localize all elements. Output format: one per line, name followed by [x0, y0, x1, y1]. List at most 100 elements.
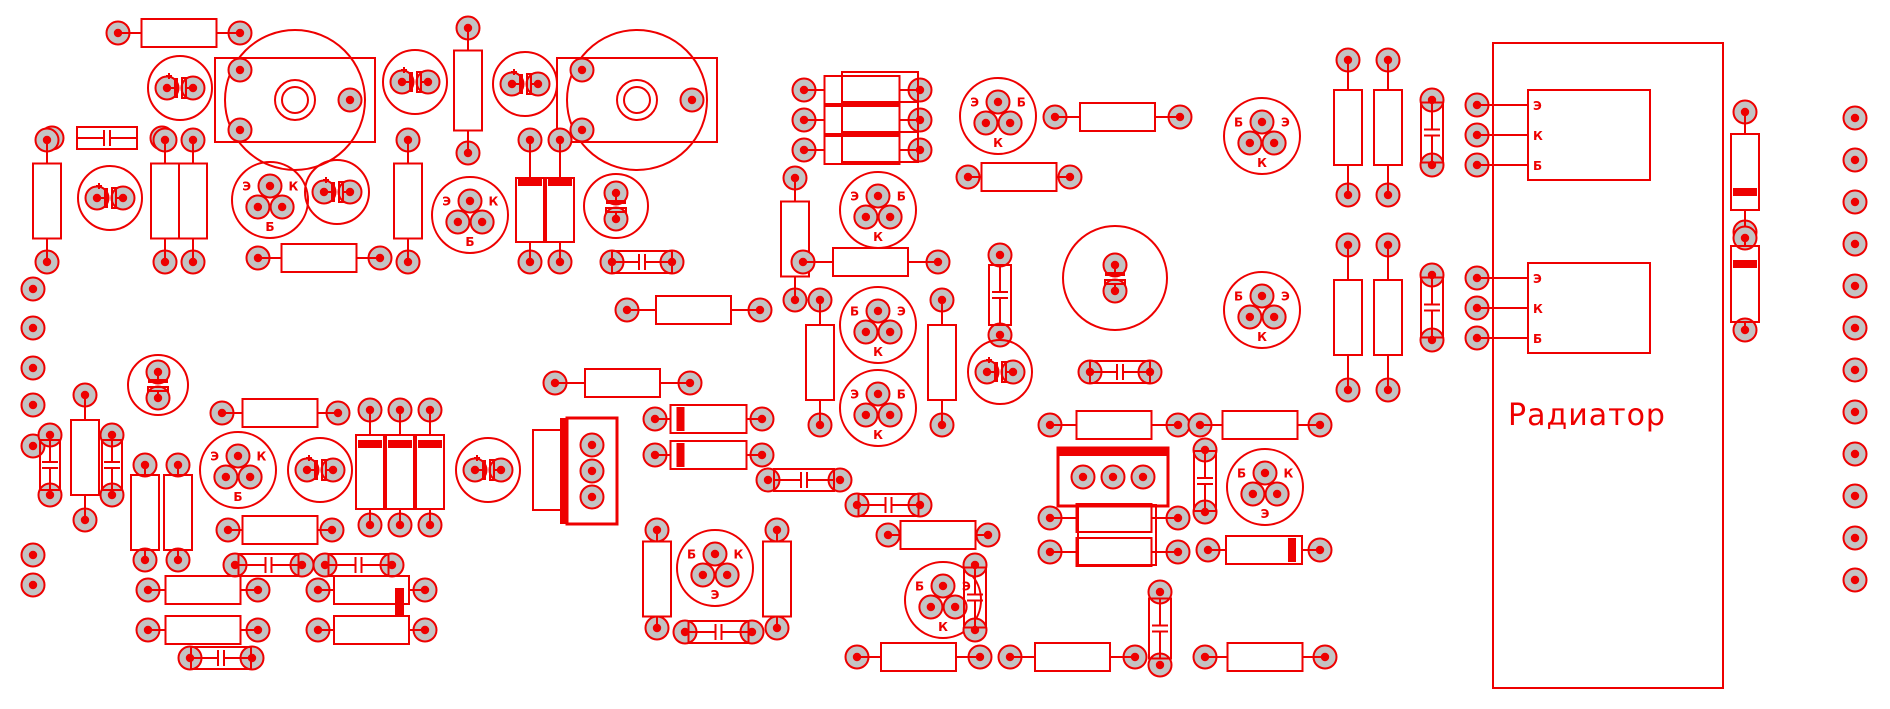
solder-pad [1249, 283, 1275, 309]
solder-pad [20, 355, 46, 381]
resistor [1373, 47, 1403, 208]
film-capacitor [1192, 437, 1218, 525]
electrolytic-capacitor [127, 354, 189, 416]
solder-pad [457, 188, 483, 214]
transistor-pin-label: К [288, 180, 298, 194]
connector-pad [20, 392, 46, 418]
transistor-pin-label: Б [850, 305, 859, 319]
resistor [393, 127, 423, 275]
transistor-pin-label: Б [1234, 290, 1243, 304]
connector-pad [20, 315, 46, 341]
solder-pad [445, 209, 471, 235]
solder-pad [930, 573, 956, 599]
transistor-pin-label: К [873, 428, 883, 442]
power-transistor: ЭКБ [1464, 89, 1651, 181]
solder-pad [1842, 525, 1868, 551]
film-capacitor [1077, 359, 1163, 385]
transistor-pin-label: Б [265, 220, 274, 234]
transistor-pin-label: К [873, 230, 883, 244]
solder-pad [269, 194, 295, 220]
resistor [215, 515, 345, 545]
voltage-regulator [1056, 446, 1170, 508]
diode [1730, 225, 1760, 343]
resistor [790, 247, 951, 277]
resistor [1187, 410, 1333, 440]
transistor-pin-label: Б [1017, 96, 1026, 110]
solder-pad [227, 117, 253, 143]
transistor-pin-label: Б [233, 490, 242, 504]
trimmer-potentiometer [556, 29, 718, 171]
resistor [245, 243, 393, 273]
solder-pad [679, 87, 705, 113]
solder-pad [245, 194, 271, 220]
resistor [875, 520, 1001, 550]
transistor-to92: КБЭ [431, 176, 509, 254]
transistor-pin-label: К [488, 195, 498, 209]
transistor-pin-label: Э [210, 450, 219, 464]
film-capacitor [962, 552, 988, 643]
solder-pad [973, 110, 999, 136]
solder-pad [1100, 464, 1126, 490]
electrolytic-capacitor [77, 165, 143, 231]
connector-pad [20, 276, 46, 302]
resistor [955, 162, 1083, 192]
connector-pad [20, 542, 46, 568]
solder-pad [1249, 109, 1275, 135]
solder-pad [865, 381, 891, 407]
connector-pad [1842, 567, 1868, 593]
transistor-pin-label: К [873, 345, 883, 359]
transistor-pin-label: Б [1533, 159, 1542, 173]
transistor-pin-label: Э [242, 180, 251, 194]
transistor-to92: К Б Э [231, 161, 309, 239]
film-capacitor [599, 249, 685, 275]
voltage-regulator [532, 416, 619, 526]
resistor [1192, 642, 1338, 672]
solder-pad [1842, 147, 1868, 173]
film-capacitor [39, 125, 175, 151]
transistor-pin-label: Б [1237, 467, 1246, 481]
resistor [178, 127, 208, 275]
solder-pad [337, 87, 363, 113]
transistor-pin-label: К [938, 620, 948, 634]
resistor [163, 452, 193, 573]
resistor [791, 105, 933, 135]
solder-pad [225, 443, 251, 469]
solder-pad [1842, 399, 1868, 425]
transistor-pin-label: Б [1533, 332, 1542, 346]
transistor-pin-label: Б [915, 580, 924, 594]
solder-pad [469, 209, 495, 235]
transistor-pin-label: Э [1533, 99, 1542, 113]
transistor-to92: К Б Э [199, 431, 277, 509]
connector-pad [1842, 231, 1868, 257]
connector-pad [20, 572, 46, 598]
transistor-pin-label: Э [1533, 272, 1542, 286]
solder-pad [987, 242, 1013, 268]
transistor-pin-label: Б [1234, 116, 1243, 130]
solder-pad [714, 562, 740, 588]
solder-pad [1240, 481, 1266, 507]
transistor-to92: БКЭ [959, 77, 1037, 155]
solder-pad [1070, 464, 1096, 490]
solder-pad [20, 276, 46, 302]
transistor-to92: ЭКБ [1223, 271, 1301, 349]
electrolytic-capacitor [382, 49, 448, 115]
transistor-to92: БКЭ [839, 369, 917, 447]
solder-pad [237, 464, 263, 490]
diode [1195, 535, 1333, 565]
transistor-pin-label: К [256, 450, 266, 464]
resistor [1042, 102, 1193, 132]
transistor-pin-label: Э [442, 195, 451, 209]
transistor-to92: КЭБ [1226, 448, 1304, 526]
film-capacitor [99, 422, 125, 508]
solder-pad [853, 204, 879, 230]
solder-pad [702, 541, 728, 567]
solder-pad [918, 594, 944, 620]
electrolytic-capacitor [304, 159, 370, 225]
transistor-pin-label: Э [1261, 507, 1270, 521]
transistor-pin-label: Э [897, 305, 906, 319]
transistor-pin-label: Б [897, 190, 906, 204]
solder-pad [1264, 481, 1290, 507]
electrolytic-capacitor [492, 51, 558, 117]
solder-pad [853, 402, 879, 428]
